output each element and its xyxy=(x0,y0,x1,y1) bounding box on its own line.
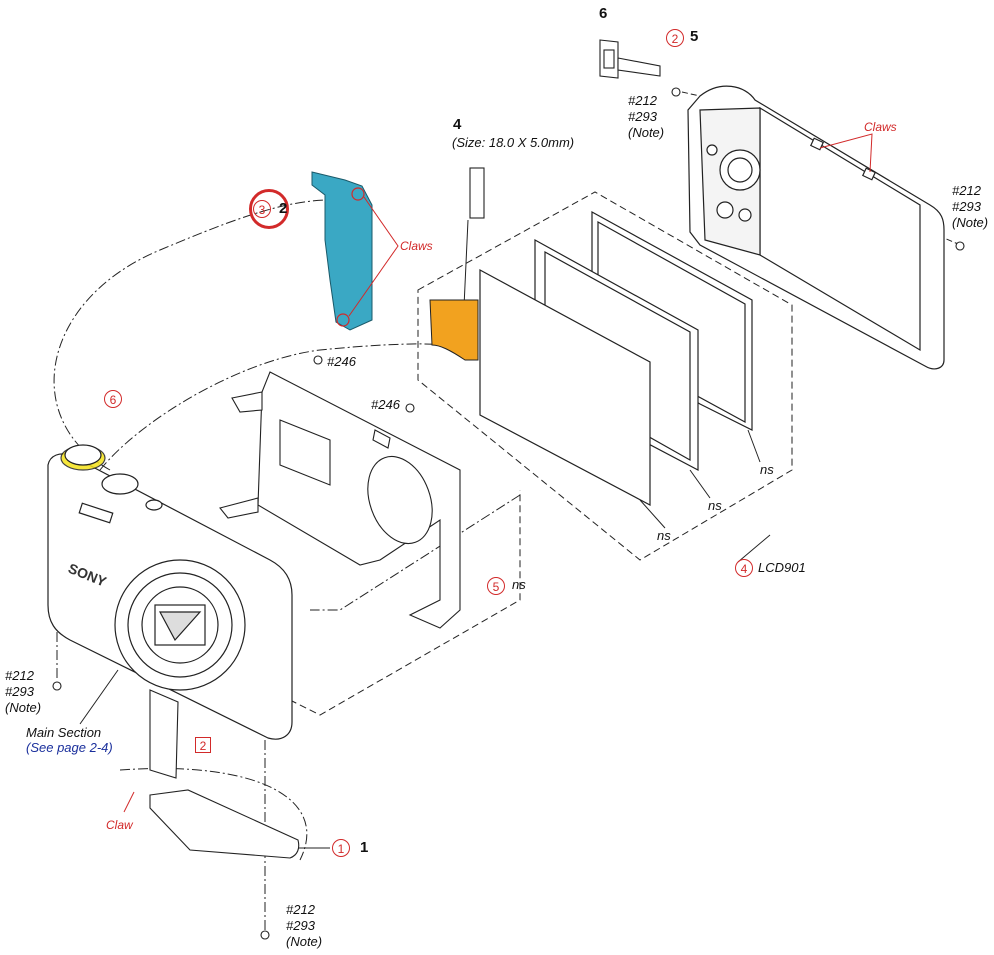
callout-3: 3 xyxy=(253,200,271,218)
part-5-label: 5 xyxy=(690,28,699,45)
part-1-label: 1 xyxy=(360,839,369,856)
main-section-label: Main Section xyxy=(26,725,102,740)
camera-body xyxy=(47,444,293,740)
callout-2-top: 2 xyxy=(666,29,684,47)
part-6-label: 6 xyxy=(599,5,608,22)
see-page-link[interactable]: (See page 2-4) xyxy=(26,740,113,755)
screw-top-right-label: #212 #293 (Note) xyxy=(628,93,665,140)
part-4-size: (Size: 18.0 X 5.0mm) xyxy=(452,135,575,150)
part-4-label: 4 xyxy=(453,116,462,133)
ns-label-3: ns xyxy=(657,528,671,543)
callout-5: 5 xyxy=(487,577,505,595)
ns-label-2: ns xyxy=(708,498,722,513)
claw-marker-top xyxy=(351,187,365,201)
frame-chassis xyxy=(219,371,461,629)
callout-6: 6 xyxy=(104,390,122,408)
guide-line-top-screw xyxy=(681,91,701,97)
guide-curve-top xyxy=(99,343,456,471)
callout-3-ring xyxy=(249,189,289,229)
lcd-ref-label: LCD901 xyxy=(758,560,806,575)
claws-rear-label: Claws xyxy=(864,120,897,134)
screw-right-label: #212 #293 (Note) xyxy=(952,183,989,230)
claws-leader-board xyxy=(348,196,399,317)
lcd-layers xyxy=(479,210,753,506)
bracket-part-6 xyxy=(599,39,661,79)
lcd-flex-cable xyxy=(429,299,479,361)
ns-label-1: ns xyxy=(760,462,774,477)
ns-leader-3 xyxy=(747,429,761,463)
part-2-label: 2 xyxy=(279,200,288,217)
claws-board-label: Claws xyxy=(400,239,433,253)
ns-label-4: ns xyxy=(512,577,526,592)
screws xyxy=(52,87,965,940)
lcd-leader xyxy=(737,534,771,563)
claws-leader-rear xyxy=(819,133,873,173)
side-panel xyxy=(149,689,179,779)
screw-246-b-label: #246 xyxy=(371,397,400,412)
ns-leader-2 xyxy=(689,469,711,499)
callout-4: 4 xyxy=(735,559,753,577)
claw-marker-bottom xyxy=(336,313,350,327)
ns-leader-1 xyxy=(639,499,666,529)
guide-curve-board xyxy=(53,199,331,471)
sheet-part-4 xyxy=(469,167,485,219)
bottom-plate-part-1 xyxy=(149,789,300,859)
claw-leader-bottom xyxy=(123,791,135,813)
callout-1: 1 xyxy=(332,839,350,857)
callout-square-2: 2 xyxy=(195,737,211,753)
rear-cover xyxy=(687,85,945,370)
claw-bottom-label: Claw xyxy=(106,818,133,832)
screw-bottom-label: #212 #293 (Note) xyxy=(286,902,323,949)
screw-246-a-label: #246 xyxy=(327,354,356,369)
lcd-group-box xyxy=(417,191,793,561)
screw-left-label: #212 #293 (Note) xyxy=(5,668,42,715)
board-part-2 xyxy=(311,171,373,331)
main-section-leader xyxy=(79,669,119,725)
camera-box-dashed xyxy=(289,490,521,716)
